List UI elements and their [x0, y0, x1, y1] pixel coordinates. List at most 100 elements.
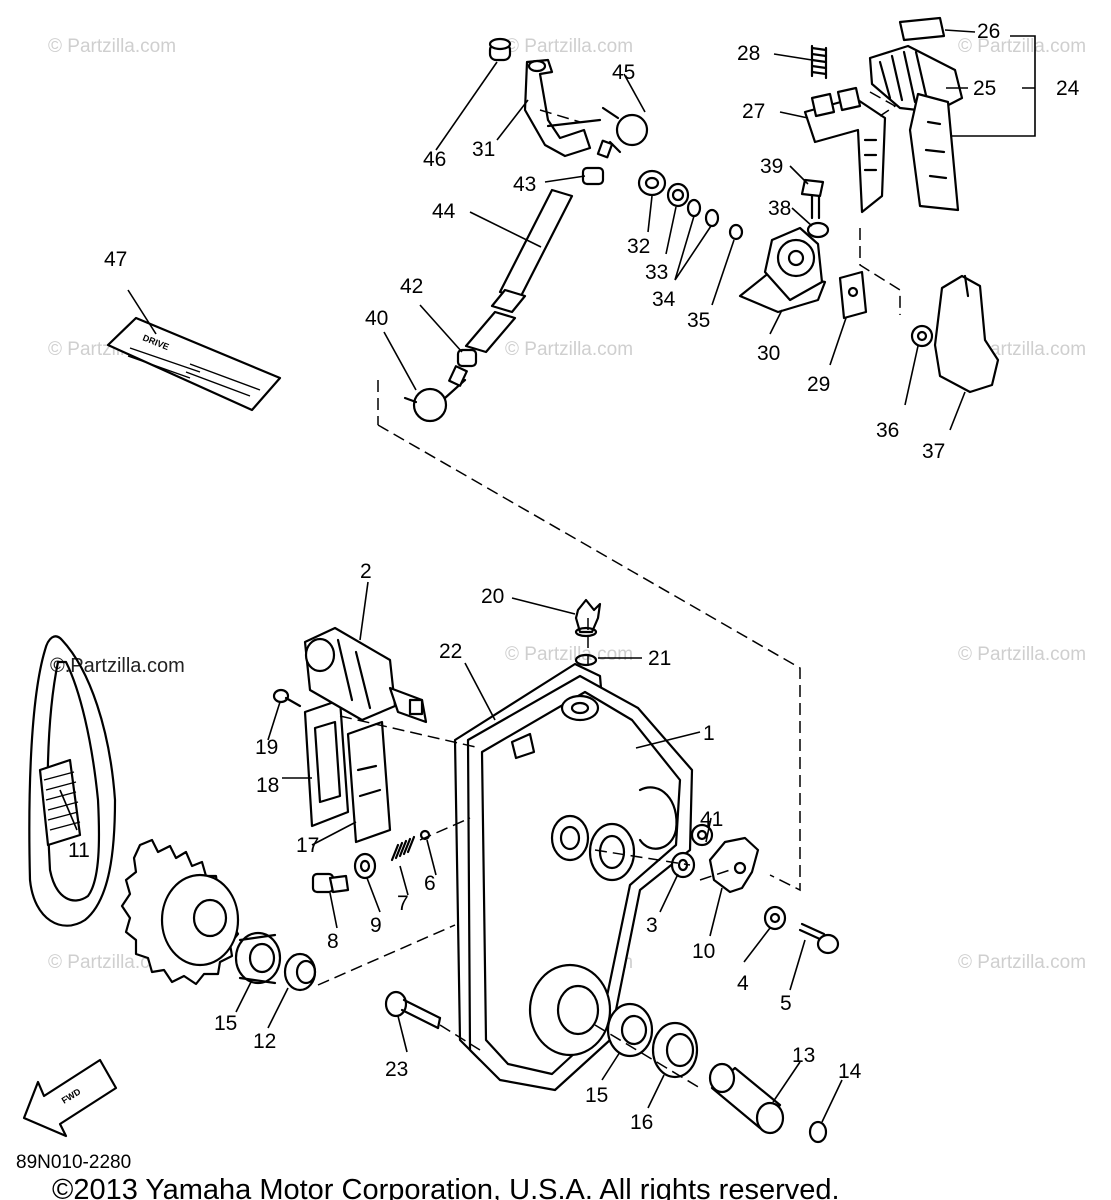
- part-42-nut: [456, 348, 478, 368]
- callout-22: 22: [439, 640, 462, 663]
- callout-12: 12: [253, 1030, 276, 1053]
- part-9-washer: [353, 852, 377, 880]
- part-23-bolt: [384, 990, 442, 1030]
- callout-29: 29: [807, 373, 830, 396]
- callout-2: 2: [360, 560, 372, 583]
- callout-44: 44: [432, 200, 456, 223]
- diagram-code: 89N010-2280: [16, 1152, 131, 1173]
- callout-20: 20: [481, 585, 504, 608]
- callout-39: 39: [760, 155, 783, 178]
- part-17-gasket: [346, 720, 392, 844]
- leader-lines: [59, 29, 1036, 1123]
- shift-linkage-assembly: DRIVE: [106, 16, 1000, 423]
- dashed-connectors-upper: [377, 91, 901, 892]
- callout-30: 30: [757, 342, 780, 365]
- callout-45: 45: [612, 61, 635, 84]
- callout-41: 41: [700, 808, 723, 831]
- callout-32: 32: [627, 235, 650, 258]
- callout-33: 33: [645, 261, 668, 284]
- callout-16: 16: [630, 1111, 653, 1134]
- watermark: © Partzilla.com: [958, 644, 1086, 665]
- part-1-chain-case: [466, 674, 694, 1092]
- part-44-shift-rod: [464, 188, 574, 354]
- part-36-nut: [910, 324, 934, 348]
- callout-23: 23: [385, 1058, 408, 1081]
- callout-15-left: 15: [214, 1012, 237, 1035]
- callout-7: 7: [397, 892, 409, 915]
- callout-46: 46: [423, 148, 446, 171]
- callout-27: 27: [742, 100, 765, 123]
- copyright-notice: ©2013 Yamaha Motor Corporation, U.S.A. A…: [52, 1174, 840, 1200]
- part-4-washer: [763, 905, 787, 931]
- part-38-collar: [806, 221, 830, 239]
- part-29-plate: [838, 270, 868, 320]
- part-13-sleeve: [708, 1062, 785, 1135]
- callout-19: 19: [255, 736, 278, 759]
- callout-43: 43: [513, 173, 536, 196]
- callout-21: 21: [648, 647, 671, 670]
- callout-5: 5: [780, 992, 792, 1015]
- callout-25: 25: [973, 77, 996, 100]
- part-7-spring: [390, 835, 416, 862]
- callout-40: 40: [365, 307, 388, 330]
- part-35-clip: [728, 223, 744, 241]
- callout-24: 24: [1056, 77, 1080, 100]
- part-10-shift-arm: [708, 836, 760, 894]
- part-5-bolt: [798, 922, 840, 955]
- callout-3: 3: [646, 914, 658, 937]
- dashed-connectors-lower: [317, 618, 731, 1089]
- callout-37: 37: [922, 440, 945, 463]
- part-45-ball-joint: [596, 106, 649, 159]
- fwd-arrow-icon: FWD: [22, 1058, 118, 1138]
- part-15-bearing: [234, 931, 282, 985]
- watermark: © Partzilla.com: [505, 644, 633, 665]
- callout-31: 31: [472, 138, 495, 161]
- sprocket: [120, 838, 240, 986]
- callout-47: 47: [104, 248, 127, 271]
- callout-10: 10: [692, 940, 715, 963]
- callout-15-right: 15: [585, 1084, 608, 1107]
- watermark: © Partzilla.com: [505, 36, 633, 57]
- part-28-spring: [810, 44, 828, 80]
- part-40-ball-joint: [403, 365, 468, 423]
- callout-35: 35: [687, 309, 710, 332]
- callout-14: 14: [838, 1060, 862, 1083]
- part-2-shift-fork-assembly: [303, 626, 428, 724]
- part-8-plug-bolt: [311, 872, 350, 894]
- part-47-decal: DRIVE: [106, 316, 282, 412]
- watermark: © Partzilla.com: [48, 36, 176, 57]
- chain-case-assembly: [28, 598, 840, 1144]
- callout-34: 34: [652, 288, 676, 311]
- callout-9: 9: [370, 914, 382, 937]
- part-31-lever: [523, 58, 602, 158]
- callout-4: 4: [737, 972, 749, 995]
- callout-26: 26: [977, 20, 1000, 43]
- part-39-bolt: [800, 178, 825, 220]
- part-46-bushing: [488, 37, 512, 62]
- callout-36: 36: [876, 419, 899, 442]
- callout-8: 8: [327, 930, 339, 953]
- part-14-o-ring: [808, 1120, 828, 1144]
- callout-42: 42: [400, 275, 423, 298]
- part-20-breather: [574, 598, 602, 638]
- part-32-spacer: [637, 169, 667, 197]
- watermark: © Partzilla.com: [958, 36, 1086, 57]
- part-18-gasket: [303, 698, 350, 828]
- part-33-washer: [666, 182, 690, 208]
- callout-38: 38: [768, 197, 791, 220]
- callout-6: 6: [424, 872, 436, 895]
- part-37-lever: [933, 274, 1000, 394]
- part-30-bracket: [738, 226, 827, 314]
- callout-11: 11: [68, 839, 90, 862]
- watermark: © Partzilla.com: [505, 339, 633, 360]
- part-11-chain: [28, 635, 117, 927]
- part-3-spacer: [670, 851, 696, 879]
- watermark: © Partzilla.com: [958, 952, 1086, 973]
- part-19-screw: [272, 688, 302, 708]
- part-43-nut: [581, 166, 605, 186]
- part-15-bearing: [606, 1002, 654, 1058]
- part-16-seal: [651, 1021, 699, 1079]
- part-27-selector: [803, 86, 887, 214]
- callout-1: 1: [703, 722, 715, 745]
